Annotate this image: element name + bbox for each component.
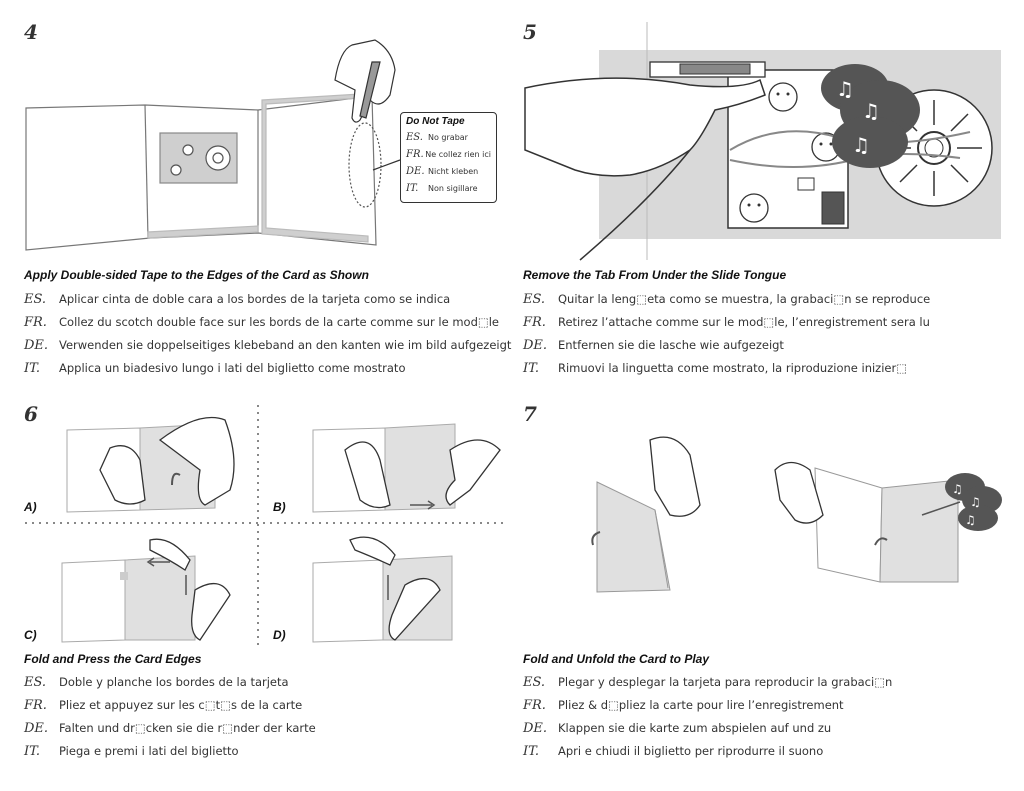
step5-line-it: IT. Rimuovi la linguetta come mostrato, l… bbox=[523, 358, 907, 378]
lang-code: FR. bbox=[406, 149, 424, 160]
instruction-text: Apri e chiudi il biglietto per riprodurr… bbox=[558, 744, 824, 758]
hand-unfold bbox=[774, 461, 824, 524]
step6-caption: Fold and Press the Card Edges bbox=[24, 652, 202, 666]
sub-label-c: C) bbox=[24, 628, 37, 642]
callout-text: Non sigillare bbox=[428, 184, 478, 193]
instruction-text: Entfernen sie die lasche wie aufgezeigt bbox=[558, 338, 784, 352]
svg-text:♫: ♫ bbox=[836, 77, 854, 101]
sub-label-a: A) bbox=[24, 500, 37, 514]
lang-code: ES. bbox=[24, 291, 47, 307]
step4-line-fr: FR. Collez du scotch double face sur les … bbox=[24, 312, 499, 332]
instruction-text: Plegar y desplegar la tarjeta para repro… bbox=[558, 675, 893, 689]
instruction-text: Verwenden sie doppelseitiges klebeband a… bbox=[59, 338, 512, 352]
callout-row-it: IT. Non sigillare bbox=[406, 180, 491, 197]
lang-code: ES. bbox=[523, 291, 546, 307]
hand-b bbox=[344, 439, 501, 509]
hand-fold bbox=[649, 436, 701, 517]
instruction-text: Rimuovi la linguetta come mostrato, la r… bbox=[558, 361, 908, 375]
lang-code: DE. bbox=[523, 337, 548, 353]
step7-caption: Fold and Unfold the Card to Play bbox=[523, 652, 709, 666]
step-number-7: 7 bbox=[523, 402, 537, 426]
lang-code: DE. bbox=[406, 166, 425, 177]
lang-code: ES. bbox=[24, 674, 47, 690]
step-number-5: 5 bbox=[523, 20, 537, 44]
svg-text:♫: ♫ bbox=[852, 133, 870, 157]
instruction-text: Aplicar cinta de doble cara a los bordes… bbox=[59, 292, 451, 306]
lang-code: DE. bbox=[24, 337, 49, 353]
step4-caption: Apply Double-sided Tape to the Edges of … bbox=[24, 268, 369, 282]
hand-c bbox=[149, 538, 231, 641]
step7-line-es: ES. Plegar y desplegar la tarjeta para re… bbox=[523, 672, 892, 692]
step4-illustration bbox=[25, 39, 401, 251]
instruction-text: Falten und dr⬚cken sie die r⬚nder der ka… bbox=[59, 721, 316, 735]
step7-line-de: DE. Klappen sie die karte zum abspielen a… bbox=[523, 718, 831, 738]
no-tape-zone bbox=[348, 122, 382, 208]
callout-text: No grabar bbox=[428, 133, 468, 142]
lang-code: IT. bbox=[406, 183, 419, 194]
do-not-tape-callout: Do Not Tape ES. No grabar FR.Ne collez ri… bbox=[400, 112, 497, 203]
step5-line-de: DE. Entfernen sie die lasche wie aufgezei… bbox=[523, 335, 784, 355]
callout-row-es: ES. No grabar bbox=[406, 129, 491, 146]
callout-title: Do Not Tape bbox=[406, 116, 465, 127]
lang-code: ES. bbox=[523, 674, 546, 690]
lang-code: DE. bbox=[523, 720, 548, 736]
unfolding-card bbox=[814, 467, 883, 583]
step5-caption: Remove the Tab From Under the Slide Tong… bbox=[523, 268, 787, 282]
step6-line-fr: FR. Pliez et appuyez sur les c⬚t⬚s de la … bbox=[24, 695, 302, 715]
hand-a bbox=[99, 416, 235, 506]
step7-line-fr: FR. Pliez & d⬚pliez la carte pour lire l’… bbox=[523, 695, 844, 715]
lang-code: IT. bbox=[523, 743, 540, 759]
step6-line-es: ES. Doble y planche los bordes de la tarj… bbox=[24, 672, 289, 692]
instruction-text: Quitar la leng⬚eta como se muestra, la g… bbox=[558, 292, 931, 306]
hand-d bbox=[349, 536, 441, 641]
lang-code: FR. bbox=[523, 314, 546, 330]
instruction-text: Applica un biadesivo lungo i lati del bi… bbox=[59, 361, 406, 375]
svg-text:♫: ♫ bbox=[952, 482, 963, 496]
lang-code: FR. bbox=[24, 697, 47, 713]
step5-line-fr: FR. Retirez l’attache comme sur le mod⬚le… bbox=[523, 312, 930, 332]
music-notes-icon bbox=[821, 64, 920, 168]
callout-row-fr: FR.Ne collez rien ici bbox=[406, 146, 491, 163]
sub-label-b: B) bbox=[273, 500, 286, 514]
step6-line-de: DE. Falten und dr⬚cken sie die r⬚nder der… bbox=[24, 718, 316, 738]
instruction-text: Retirez l’attache comme sur le mod⬚le, l… bbox=[558, 315, 930, 329]
music-notes-small-icon bbox=[945, 473, 1002, 531]
svg-text:♫: ♫ bbox=[965, 513, 976, 527]
step6-illustration bbox=[25, 405, 503, 645]
hand-pulling-tab bbox=[524, 77, 766, 177]
step6-line-it: IT. Piega e premi i lati del biglietto bbox=[24, 741, 239, 761]
lang-code: IT. bbox=[24, 743, 41, 759]
callout-text: Nicht kleben bbox=[428, 167, 479, 176]
instruction-text: Klappen sie die karte zum abspielen auf … bbox=[558, 721, 832, 735]
callout-row-de: DE.Nicht kleben bbox=[406, 163, 491, 180]
lang-code: IT. bbox=[24, 360, 41, 376]
step4-line-de: DE. Verwenden sie doppelseitiges klebeban… bbox=[24, 335, 511, 355]
callout-text: Ne collez rien ici bbox=[425, 150, 491, 159]
step4-line-es: ES. Aplicar cinta de doble cara a los bor… bbox=[24, 289, 450, 309]
step5-illustration: ♫ ♫ ♫ bbox=[524, 22, 1001, 261]
instruction-text: Collez du scotch double face sur les bor… bbox=[59, 315, 500, 329]
step7-illustration: ♫ ♫ ♫ bbox=[591, 436, 1002, 593]
instruction-text: Pliez & d⬚pliez la carte pour lire l’enr… bbox=[558, 698, 844, 712]
instruction-text: Doble y planche los bordes de la tarjeta bbox=[59, 675, 289, 689]
lang-code: ES. bbox=[406, 132, 423, 143]
lang-code: DE. bbox=[24, 720, 49, 736]
step-number-6: 6 bbox=[24, 402, 38, 426]
folded-card bbox=[596, 481, 671, 593]
step-number-4: 4 bbox=[24, 20, 38, 44]
svg-text:♫: ♫ bbox=[970, 495, 981, 509]
instruction-text: Pliez et appuyez sur les c⬚t⬚s de la car… bbox=[59, 698, 303, 712]
lang-code: IT. bbox=[523, 360, 540, 376]
step7-line-it: IT. Apri e chiudi il biglietto per riprod… bbox=[523, 741, 823, 761]
lang-code: FR. bbox=[523, 697, 546, 713]
step5-line-es: ES. Quitar la leng⬚eta como se muestra, l… bbox=[523, 289, 930, 309]
sub-label-d: D) bbox=[273, 628, 286, 642]
step4-line-it: IT. Applica un biadesivo lungo i lati del… bbox=[24, 358, 405, 378]
svg-text:♫: ♫ bbox=[862, 99, 880, 123]
hand-with-cutter bbox=[334, 39, 396, 123]
lang-code: FR. bbox=[24, 314, 47, 330]
instruction-text: Piega e premi i lati del biglietto bbox=[59, 744, 239, 758]
